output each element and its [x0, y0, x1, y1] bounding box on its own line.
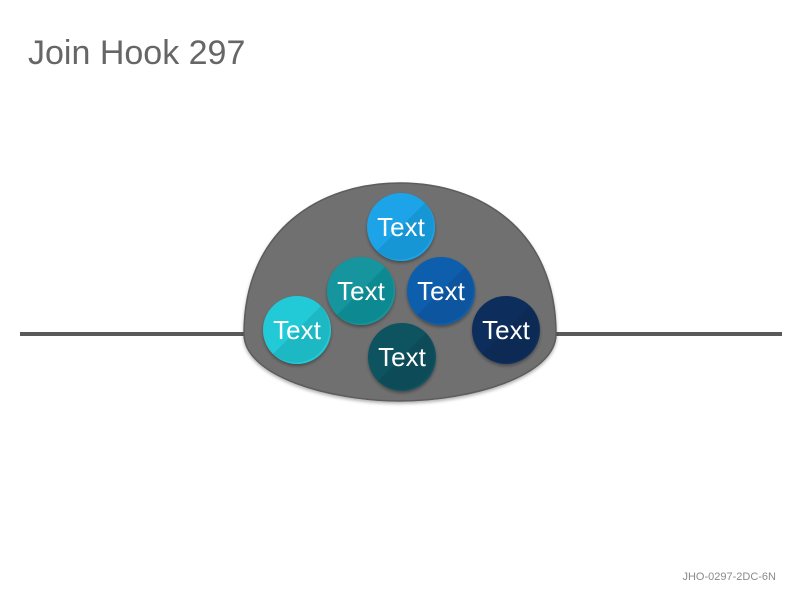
circle-mid-right-shade: [417, 267, 474, 324]
circle-left-shade: [273, 306, 330, 363]
page-title: Join Hook 297: [28, 34, 246, 72]
circle-bottom-shade: [378, 333, 435, 390]
circle-mid-left: Text: [327, 257, 395, 325]
circle-left: Text: [263, 296, 331, 364]
circle-right: Text: [472, 296, 540, 364]
circle-left-label: Text: [273, 315, 321, 345]
circle-top-shade: [377, 203, 434, 260]
circle-mid-right-label: Text: [417, 276, 465, 306]
circle-mid-left-label: Text: [337, 276, 385, 306]
circle-bottom: Text: [368, 323, 436, 391]
circle-bottom-label: Text: [378, 342, 426, 372]
diagram-code: JHO-0297-2DC-6N: [682, 571, 776, 583]
circle-mid-left-shade: [337, 267, 394, 324]
circle-top-label: Text: [377, 212, 425, 242]
circle-top: Text: [367, 193, 435, 261]
circle-right-label: Text: [482, 315, 530, 345]
circle-mid-right: Text: [407, 257, 475, 325]
circle-right-shade: [482, 306, 539, 363]
